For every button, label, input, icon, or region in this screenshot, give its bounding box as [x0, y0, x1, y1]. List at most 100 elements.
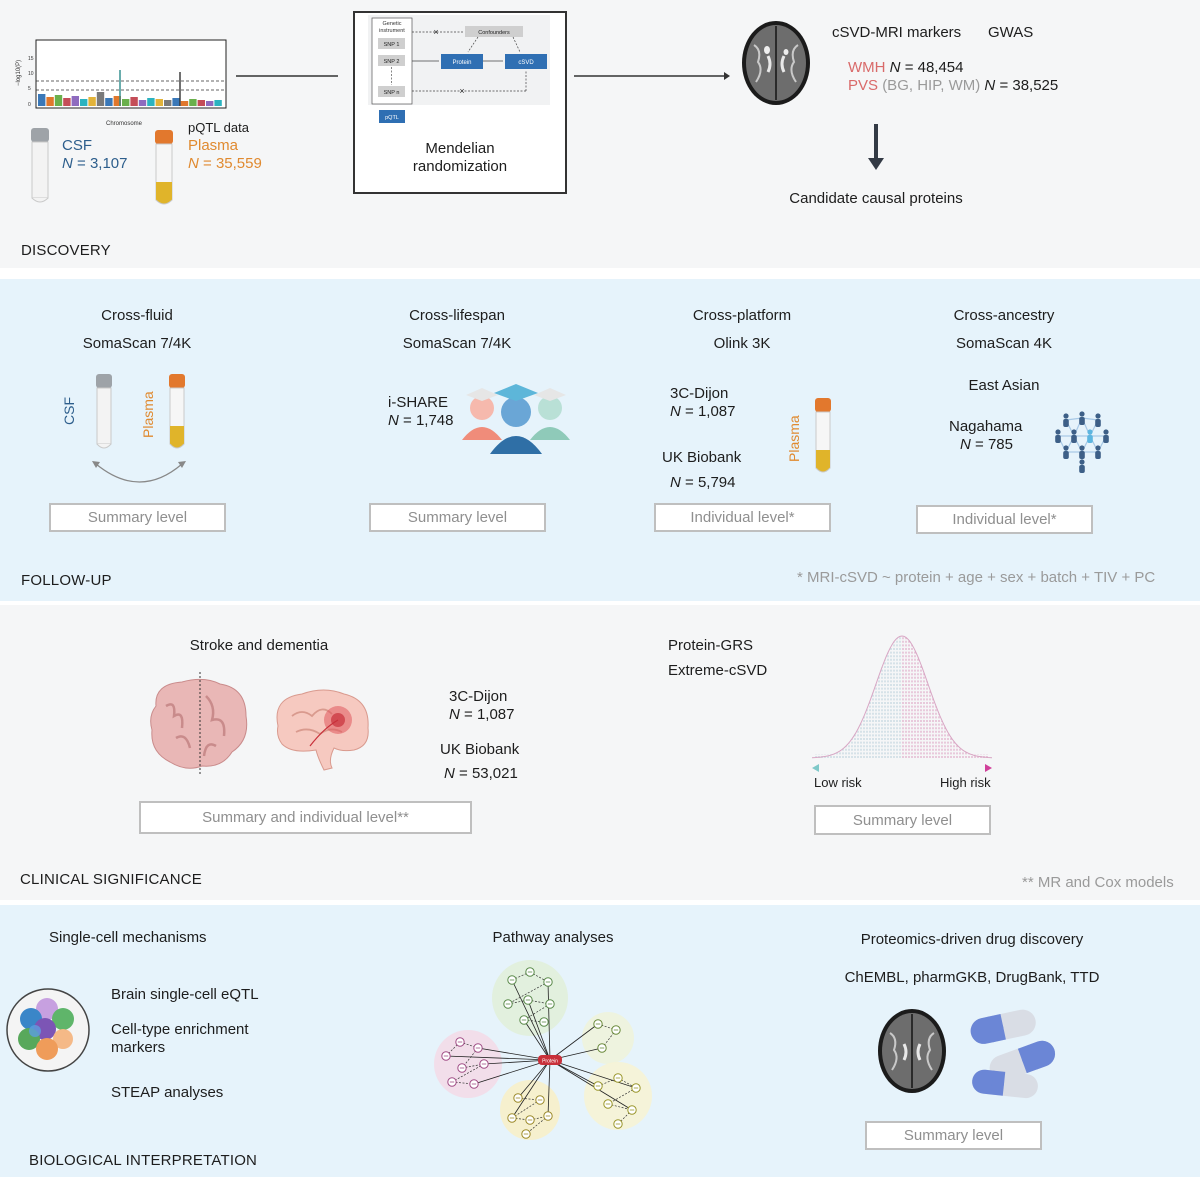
dijon-n: N = 1,087 — [670, 403, 735, 420]
cell-cluster-icon — [6, 988, 90, 1072]
person-head — [1087, 429, 1093, 435]
pathway-edge — [507, 981, 549, 1005]
cross-platform-title: Cross-platform — [692, 307, 792, 324]
cross-platform-platform: Olink 3K — [713, 335, 771, 352]
pvs-subregions: (BG, HIP, WM) — [882, 77, 981, 94]
cross-lifespan-platform: SomaScan 7/4K — [402, 335, 512, 352]
pathway-edge — [523, 1003, 551, 1021]
low-risk-label: Low risk — [814, 775, 862, 790]
manhattan-bar — [88, 97, 96, 106]
plasma-vertical-label: Plasma — [786, 415, 802, 462]
person-body — [1079, 465, 1085, 473]
summary-level-badge: Summary level — [369, 503, 546, 532]
snp1-label: SNP 1 — [384, 42, 400, 48]
mr-title-line2: randomization — [412, 158, 508, 175]
manhattan-bar — [180, 101, 189, 106]
person-body — [1063, 451, 1069, 459]
y-tick: 0 — [28, 102, 31, 108]
person-head — [1079, 459, 1085, 465]
person-body — [1095, 419, 1101, 427]
manhattan-bar — [172, 98, 180, 106]
person-head — [1103, 429, 1109, 435]
hub-edge — [547, 981, 551, 1061]
protein-grs-label: Protein-GRS — [668, 637, 754, 654]
extreme-csvd-label: Extreme-cSVD — [668, 662, 768, 679]
n-symbol: N — [444, 765, 455, 782]
cell-type-enrichment-line1: Cell-type enrichment — [111, 1021, 249, 1038]
hub-edge — [549, 1059, 637, 1089]
mr-title-line1: Mendelian — [425, 140, 495, 157]
pathway-edge — [607, 1087, 637, 1105]
protein-label: Protein — [452, 60, 471, 66]
drug-discovery-title: Proteomics-driven drug discovery — [860, 931, 1084, 948]
clinical-ukb-n: N = 53,021 — [444, 765, 518, 782]
hub-edge — [549, 1023, 599, 1061]
nagahama-n: N = 785 — [960, 436, 1013, 453]
n-value: = 3,107 — [77, 155, 128, 172]
hub-edge — [445, 1055, 551, 1061]
manhattan-bar — [80, 99, 88, 106]
svg-text:×: × — [433, 27, 438, 37]
y-axis-label: −log10(P) — [16, 60, 22, 86]
cross-ancestry-title: Cross-ancestry — [953, 307, 1055, 324]
snpn-label: SNP n — [384, 90, 400, 96]
markers-title: cSVD-MRI markers — [832, 24, 962, 41]
summary-level-badge: Summary level — [814, 805, 991, 835]
genetic-instrument-line1: Genetic — [383, 21, 402, 27]
manhattan-bar — [113, 96, 121, 106]
n-value: = 38,525 — [999, 77, 1059, 94]
plasma-vertical-label: Plasma — [140, 391, 156, 438]
hub-edge — [511, 1059, 551, 1119]
cross-ancestry-platform: SomaScan 4K — [956, 335, 1052, 352]
wmh-label: WMH — [848, 59, 886, 76]
person-body — [1079, 451, 1085, 459]
ukb-label: UK Biobank — [662, 449, 742, 466]
plasma-tube-icon — [169, 374, 185, 449]
person-head — [1071, 429, 1077, 435]
protein-hub-label: Protein — [542, 1059, 558, 1065]
arrow-down — [868, 124, 884, 170]
person-head — [1063, 413, 1069, 419]
stroke-dementia-title: Stroke and dementia — [189, 637, 329, 654]
hub-edge — [477, 1047, 551, 1061]
pvs-label: PVS — [848, 77, 879, 94]
pills-icon — [970, 1009, 1056, 1099]
drug-databases: ChEMBL, pharmGKB, DrugBank, TTD — [844, 969, 1100, 986]
manhattan-bar — [63, 98, 71, 106]
plasma-label: Plasma — [188, 137, 239, 154]
graduates-icon — [462, 384, 570, 454]
arrow-to-markers — [574, 72, 730, 80]
manhattan-bar — [46, 97, 54, 106]
person-body — [1103, 435, 1109, 443]
clinical-section-label: CLINICAL SIGNIFICANCE — [20, 871, 203, 888]
followup-footnote: * MRI-cSVD ~ protein + age + sex + batch… — [797, 569, 1156, 586]
brain-mri-icon — [742, 21, 810, 105]
nagahama-label: Nagahama — [949, 418, 1023, 435]
brain-mri-icon — [878, 1009, 946, 1093]
exchange-arrow — [92, 461, 186, 483]
protein-hub-node — [538, 1055, 562, 1065]
discovery-section-label: DISCOVERY — [21, 242, 111, 259]
n-symbol: N — [449, 706, 460, 723]
risk-distribution-icon — [811, 635, 993, 772]
csf-tube-icon — [31, 128, 49, 203]
distribution-curve — [811, 635, 993, 759]
person-head — [1079, 411, 1085, 417]
x-axis-label: Chromosome — [106, 121, 143, 127]
pathway-title: Pathway analyses — [492, 929, 614, 946]
cross-lifespan-title: Cross-lifespan — [409, 307, 505, 324]
wmh-line: WMH N = 48,454 — [848, 59, 964, 76]
summary-level-badge: Summary level — [865, 1121, 1042, 1150]
n-value: = 785 — [975, 436, 1013, 453]
pathway-cluster — [582, 1012, 634, 1064]
person-body — [1095, 451, 1101, 459]
manhattan-bar — [96, 92, 105, 106]
east-asian-label: East Asian — [968, 377, 1040, 394]
n-value: = 48,454 — [904, 59, 964, 76]
n-symbol: N — [62, 155, 73, 172]
manhattan-bar — [147, 98, 155, 106]
n-value: = 1,087 — [464, 706, 515, 723]
hub-edge — [473, 1059, 551, 1085]
pathway-cluster — [500, 1080, 560, 1140]
csf-n: N = 3,107 — [62, 155, 127, 172]
